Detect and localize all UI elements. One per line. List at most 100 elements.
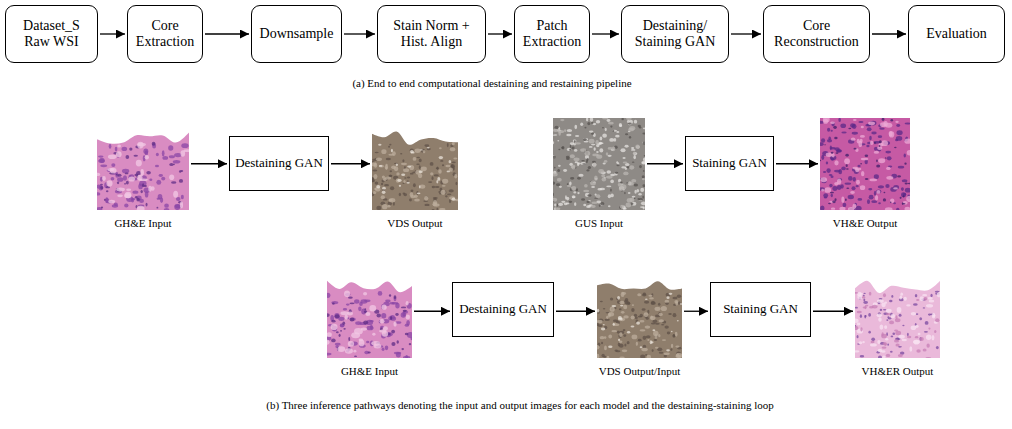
tissue-speck (886, 176, 893, 180)
tissue-speck (913, 340, 920, 344)
tissue-speck (406, 301, 409, 305)
tissue-speck (667, 332, 670, 335)
tissue-speck (124, 203, 128, 207)
tissue-speck (340, 311, 348, 315)
tissue-speck (651, 302, 656, 305)
image-panel: GUS Input (553, 118, 645, 210)
tissue-speck (372, 179, 375, 182)
tissue-speck (447, 193, 451, 195)
tissue-speck (645, 325, 651, 328)
tissue-speck (382, 191, 386, 194)
tissue-speck (589, 146, 593, 148)
tissue-speck (394, 295, 397, 299)
tissue-speck (432, 186, 435, 189)
tissue-speck (876, 190, 881, 194)
tissue-speck (883, 198, 886, 201)
tissue-speck (624, 192, 626, 194)
tissue-speck (392, 151, 396, 156)
tissue-speck (389, 144, 391, 146)
tissue-speck (145, 191, 149, 197)
tissue-speck (904, 163, 906, 165)
tissue-speck (883, 121, 887, 127)
tissue-speck (616, 350, 621, 352)
tissue-speck (558, 149, 560, 151)
tissue-speck (886, 167, 891, 170)
tissue-speck (855, 292, 858, 294)
tissue-region (553, 118, 645, 210)
tissue-speck (673, 313, 677, 317)
tissue-speck (890, 202, 892, 204)
tissue-speck (424, 196, 428, 201)
tissue-speck (874, 151, 879, 154)
tissue-speck (863, 307, 867, 309)
tissue-speck (349, 302, 354, 304)
image-background (327, 268, 412, 358)
flow-arrow (414, 311, 450, 312)
tissue-speck (407, 165, 411, 167)
tissue-speck (180, 202, 183, 209)
tissue-speck (553, 198, 557, 202)
tissue-speck (906, 196, 910, 202)
tissue-speck (428, 181, 432, 183)
tissue-speck (342, 321, 345, 324)
tissue-speck (416, 163, 420, 164)
tissue-speck (102, 176, 106, 181)
tissue-speck (869, 178, 877, 181)
tissue-speck (669, 293, 673, 295)
tissue-speck (861, 126, 864, 128)
tissue-speck (896, 136, 902, 141)
tissue-speck (841, 167, 846, 171)
tissue-speck (628, 123, 631, 126)
tissue-speck (616, 131, 619, 133)
tissue-speck (612, 305, 617, 307)
tissue-speck (839, 207, 845, 210)
tissue-speck (596, 120, 600, 124)
tissue-speck (931, 335, 934, 340)
tissue-speck (390, 170, 392, 172)
tissue-speck (934, 330, 936, 333)
tissue-speck (677, 295, 681, 298)
flow-arrow (556, 311, 595, 312)
tissue-speck (364, 299, 370, 302)
box-label: Staining GAN (716, 302, 805, 317)
tissue-speck (832, 186, 837, 191)
tissue-speck (641, 348, 648, 352)
tissue-speck (374, 188, 377, 190)
tissue-speck (620, 205, 624, 209)
tissue-speck (346, 303, 350, 305)
tissue-speck (124, 183, 126, 185)
tissue-speck (331, 339, 336, 343)
tissue-speck (597, 188, 602, 190)
tissue-speck (600, 336, 605, 339)
tissue-speck (146, 171, 151, 174)
tissue-speck (557, 204, 559, 207)
image-panel: GH&E Input (327, 268, 412, 358)
tissue-speck (442, 185, 446, 187)
tissue-speck (882, 347, 887, 349)
tissue-speck (843, 203, 847, 207)
tissue-speck (623, 315, 629, 318)
tissue-speck (828, 136, 831, 139)
tissue-speck (893, 187, 898, 189)
tissue-speck (651, 301, 655, 305)
tissue-speck (885, 207, 893, 210)
tissue-speck (377, 314, 381, 318)
tissue-speck (895, 121, 898, 123)
tissue-speck (640, 346, 643, 348)
tissue-speck (431, 176, 433, 180)
tissue-speck (553, 181, 555, 184)
tissue-speck (411, 189, 414, 192)
tissue-speck (450, 147, 456, 151)
tissue-speck (415, 148, 421, 152)
tissue-speck (650, 316, 652, 319)
tissue-speck (379, 165, 384, 168)
tissue-speck (641, 161, 645, 165)
tissue-speck (612, 147, 616, 152)
tissue-speck (879, 145, 881, 147)
flow-arrow (331, 163, 370, 164)
tissue-speck (597, 354, 599, 358)
tissue-speck (554, 167, 556, 169)
tissue-speck (401, 163, 407, 165)
tissue-speck (884, 302, 887, 304)
tissue-speck (924, 331, 928, 333)
